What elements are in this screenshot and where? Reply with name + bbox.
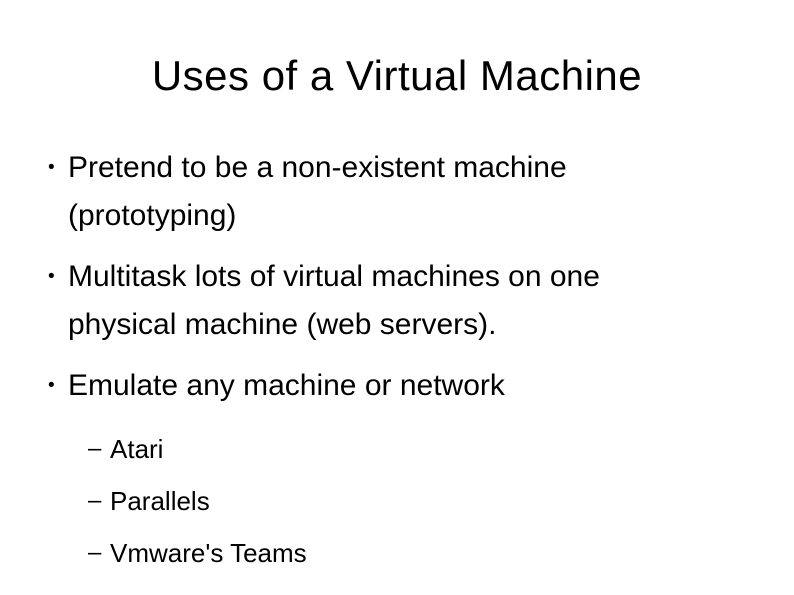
slide-title: Uses of a Virtual Machine: [151, 52, 643, 99]
sub-bullet-item: – Vmware's Teams: [0, 527, 794, 579]
bullet-line: Pretend to be a non-existent machine: [68, 151, 567, 184]
bullet-icon: •: [48, 266, 55, 287]
sub-bullet-item: – Atari: [0, 423, 794, 475]
bullet-text: Multitask lots of virtual machines on on…: [68, 253, 600, 349]
dash-icon: –: [88, 539, 102, 566]
bullet-icon: •: [48, 157, 55, 178]
dash-icon: –: [88, 487, 102, 514]
bullet-item: • Pretend to be a non-existent machine (…: [0, 144, 794, 240]
bullet-line: physical machine (web servers).: [68, 308, 497, 341]
dash-icon: –: [88, 435, 102, 462]
bullet-text: Pretend to be a non-existent machine (pr…: [68, 144, 567, 240]
sub-bullet-list: – Atari – Parallels – Vmware's Teams: [0, 423, 794, 579]
bullet-line: Multitask lots of virtual machines on on…: [68, 260, 600, 293]
sub-bullet-label: Vmware's Teams: [110, 538, 307, 568]
sub-bullet-item: – Parallels: [0, 475, 794, 527]
bullet-item: • Emulate any machine or network: [0, 362, 794, 410]
bullet-list: • Pretend to be a non-existent machine (…: [0, 144, 794, 579]
sub-bullet-label: Parallels: [110, 486, 210, 516]
bullet-line: Emulate any machine or network: [68, 369, 505, 402]
bullet-text: Emulate any machine or network: [68, 362, 505, 410]
bullet-item: • Multitask lots of virtual machines on …: [0, 253, 794, 349]
bullet-icon: •: [48, 375, 55, 396]
bullet-line: (prototyping): [68, 199, 237, 232]
sub-bullet-label: Atari: [110, 434, 164, 464]
